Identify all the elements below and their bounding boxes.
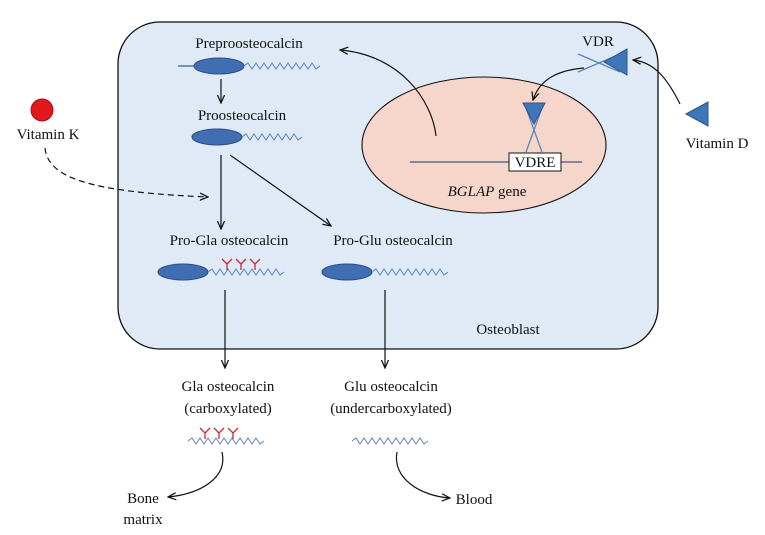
pro-glu-label: Pro-Glu osteocalcin <box>333 233 453 249</box>
vdre-label: VDRE <box>515 155 556 171</box>
osteoblast-label: Osteoblast <box>476 322 540 338</box>
gla-label: Gla osteocalcin <box>182 379 275 395</box>
vdre-box <box>508 152 562 172</box>
vitamin-k-label: Vitamin K <box>17 127 80 143</box>
glu-molecule <box>351 437 429 445</box>
transcription-arrow <box>340 50 437 137</box>
bone-label-line1: Bone <box>127 491 159 507</box>
pro-gla-label: Pro-Gla osteocalcin <box>170 233 289 249</box>
arrow-gla-to-bone <box>168 451 224 497</box>
vdr-to-vdre-arrow <box>533 67 585 100</box>
preproosteocalcin-molecule <box>178 57 321 75</box>
bound-vdr-icon <box>522 102 546 153</box>
preproosteocalcin-label: Preproosteocalcin <box>195 36 303 52</box>
nucleus <box>361 76 607 214</box>
blood-label: Blood <box>456 492 493 508</box>
vdr-label: VDR <box>582 34 614 50</box>
pro-glu-molecule <box>321 263 449 281</box>
vitamin-k-icon <box>30 98 54 122</box>
bone-label-line2: matrix <box>123 512 163 528</box>
vitamin-d-arrow <box>633 60 681 105</box>
pro-gla-molecule <box>157 258 285 281</box>
proosteocalcin-molecule <box>191 128 303 146</box>
gla-sub-label: (carboxylated) <box>184 401 271 417</box>
carboxyl-groups <box>221 258 261 270</box>
vitamin-d-icon <box>684 101 709 127</box>
arrow-pro-to-proglu <box>229 154 331 226</box>
gla-molecule <box>187 427 265 445</box>
proosteocalcin-label: Proosteocalcin <box>198 108 287 124</box>
vitamin-d-label: Vitamin D <box>686 136 749 152</box>
glu-label: Glu osteocalcin <box>344 379 438 395</box>
glu-sub-label: (undercarboxylated) <box>330 401 452 417</box>
arrow-glu-to-blood <box>395 451 450 498</box>
gene-label: BGLAP gene <box>448 184 527 200</box>
vitamin-k-arrow <box>44 147 208 197</box>
vdr-icon <box>577 48 628 76</box>
